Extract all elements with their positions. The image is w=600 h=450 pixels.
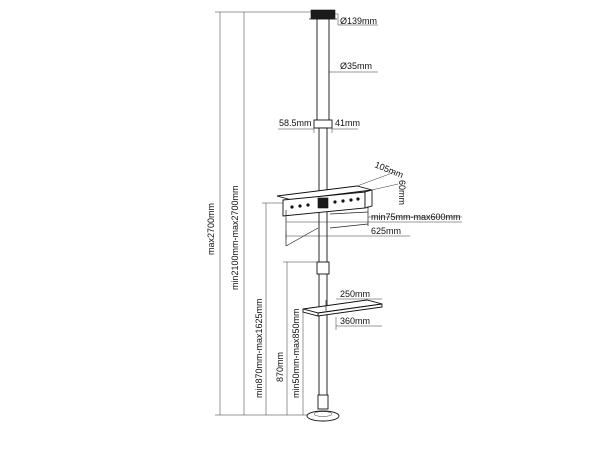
- label-small-shelf-depth: 250mm: [340, 289, 370, 299]
- label-top-cap: Ø139mm: [340, 16, 377, 26]
- label-small-shelf-width: 360mm: [340, 316, 370, 326]
- pole-clamp: [316, 261, 330, 275]
- label-shelf-depth: 105mm: [373, 160, 405, 181]
- label-total-height: max2700mm: [206, 203, 216, 255]
- height-dimensions: [215, 11, 317, 416]
- label-bracket-right: 41mm: [335, 118, 360, 128]
- upper-pole: [316, 18, 330, 125]
- label-vesa-range: min75mm-max600mm: [371, 212, 461, 222]
- floor-base: [306, 410, 340, 422]
- vesa-holes: [290, 197, 360, 209]
- ceiling-cap: [310, 9, 336, 20]
- label-bracket-left: 58.5mm: [279, 118, 312, 128]
- label-bracket-width: 625mm: [371, 226, 401, 236]
- label-shelf-range: min50mm-max850mm: [291, 308, 301, 398]
- small-shelf: [302, 299, 383, 317]
- label-ceiling-range: min2100mm-max2700mm: [230, 185, 240, 290]
- collar: [313, 119, 333, 129]
- tv-bracket: [276, 185, 373, 247]
- label-pole: Ø35mm: [340, 61, 372, 71]
- base-collar: [317, 394, 329, 410]
- label-bracket-fixed: 870mm: [275, 352, 285, 382]
- label-shelf-height: 60mm: [397, 180, 407, 205]
- pole-assembly: [306, 9, 340, 422]
- leaders: [278, 13, 462, 330]
- label-bracket-range: min870mm-max1625mm: [254, 298, 264, 398]
